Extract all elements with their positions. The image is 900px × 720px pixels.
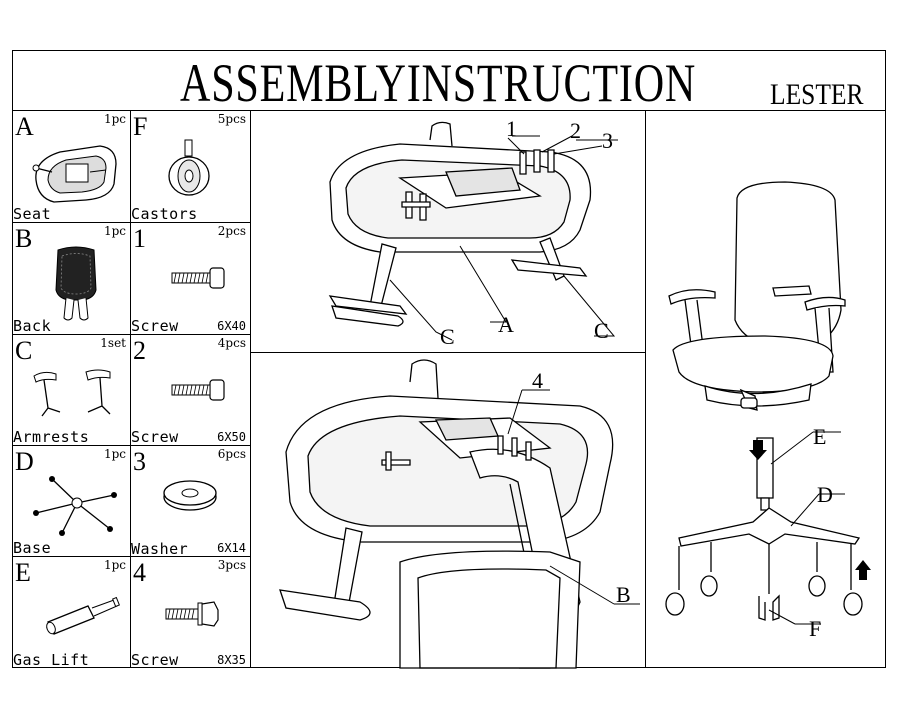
part-size: 8X35 [217, 653, 246, 667]
part-name: Screw [131, 317, 179, 335]
part-cell-screw-4: 4 3pcs Screw 8X35 [130, 556, 250, 668]
callout-seat: A [498, 312, 514, 337]
step3-panel: E D F [645, 110, 886, 668]
base-part-drawing [33, 476, 117, 536]
part-cell-base: D 1pc Base [12, 445, 130, 556]
part-size: 6X50 [217, 430, 246, 444]
part-letter: 3 [133, 447, 146, 476]
part-cell-back: B 1pc Back [12, 222, 130, 334]
parts-panel-divider [250, 110, 251, 668]
callout-base: D [817, 482, 833, 507]
callout-armrest-left: C [440, 324, 455, 349]
washer-drawing [160, 479, 220, 513]
callout-screw-1: 1 [506, 116, 517, 141]
gas-lift-drawing [42, 596, 122, 636]
step2-panel: 4 B [250, 352, 645, 668]
part-name: Base [13, 539, 52, 557]
part-size: 6X14 [217, 541, 246, 555]
part-cell-screw-1: 1 2pcs Screw 6X40 [130, 222, 250, 334]
callout-gas-lift: E [813, 424, 827, 449]
step-divider-vertical [645, 110, 646, 668]
part-qty: 2pcs [217, 224, 246, 238]
step1-panel: 1 2 3 C A C [250, 110, 645, 352]
step-divider-horizontal [250, 352, 645, 353]
part-qty: 1set [100, 336, 126, 350]
parts-row-divider-1 [12, 222, 250, 223]
callout-washer-3: 3 [602, 128, 613, 153]
castor-part-drawing [164, 138, 214, 198]
parts-row-divider-2 [12, 334, 250, 335]
callout-castors: F [809, 616, 822, 641]
callout-armrest-right: C [594, 318, 609, 343]
part-letter: D [15, 447, 34, 476]
part-qty: 1pc [103, 447, 126, 461]
part-cell-screw-2: 2 4pcs Screw 6X50 [130, 334, 250, 445]
parts-row-divider-3 [12, 445, 250, 446]
parts-row-divider-4 [12, 556, 250, 557]
step2-back-attach-drawing [250, 352, 645, 668]
callout-screw-4: 4 [532, 368, 543, 393]
part-cell-washer: 3 6pcs Washer 6X14 [130, 445, 250, 558]
header-divider [12, 110, 886, 111]
part-letter: 1 [133, 224, 146, 253]
part-qty: 1pc [103, 112, 126, 126]
part-letter: 4 [133, 558, 146, 587]
part-qty: 1pc [103, 224, 126, 238]
part-letter: 2 [133, 336, 146, 365]
part-cell-gas-lift: E 1pc Gas Lift [12, 556, 130, 668]
part-cell-seat: A 1pc Seat [12, 110, 130, 222]
callout-back: B [616, 582, 631, 607]
part-name: Gas Lift [13, 651, 90, 669]
step1-seat-armrest-drawing [250, 110, 645, 352]
armrests-part-drawing [30, 368, 120, 424]
part-size: 6X40 [217, 319, 246, 333]
part-name: Screw [131, 428, 179, 446]
part-cell-castors: F 5pcs Castors [130, 110, 250, 222]
callout-screw-2: 2 [570, 118, 581, 143]
screw-6x40-drawing [170, 266, 226, 290]
part-qty: 4pcs [217, 336, 246, 350]
part-letter: A [15, 112, 34, 141]
part-name: Armrests [13, 428, 90, 446]
part-name: Washer [131, 540, 189, 558]
part-name: Back [13, 317, 52, 335]
part-qty: 3pcs [217, 558, 246, 572]
part-name: Castors [131, 205, 198, 223]
screw-6x50-drawing [170, 378, 226, 402]
part-cell-armrests: C 1set Armrests [12, 334, 130, 445]
part-qty: 1pc [103, 558, 126, 572]
part-name: Screw [131, 651, 179, 669]
back-part-drawing [50, 244, 102, 324]
screw-8x35-drawing [164, 600, 220, 628]
part-letter: E [15, 558, 31, 587]
part-letter: F [133, 112, 148, 141]
sheet-title: ASSEMBLYINSTRUCTION [180, 53, 697, 113]
model-name: LESTER [770, 78, 864, 111]
part-letter: B [15, 224, 33, 253]
part-qty: 6pcs [217, 447, 246, 461]
seat-part-drawing [30, 140, 120, 206]
part-name: Seat [13, 205, 52, 223]
parts-col-divider [130, 110, 131, 668]
part-qty: 5pcs [217, 112, 246, 126]
part-letter: C [15, 336, 33, 365]
step3-chair-assembly-drawing [645, 110, 871, 668]
